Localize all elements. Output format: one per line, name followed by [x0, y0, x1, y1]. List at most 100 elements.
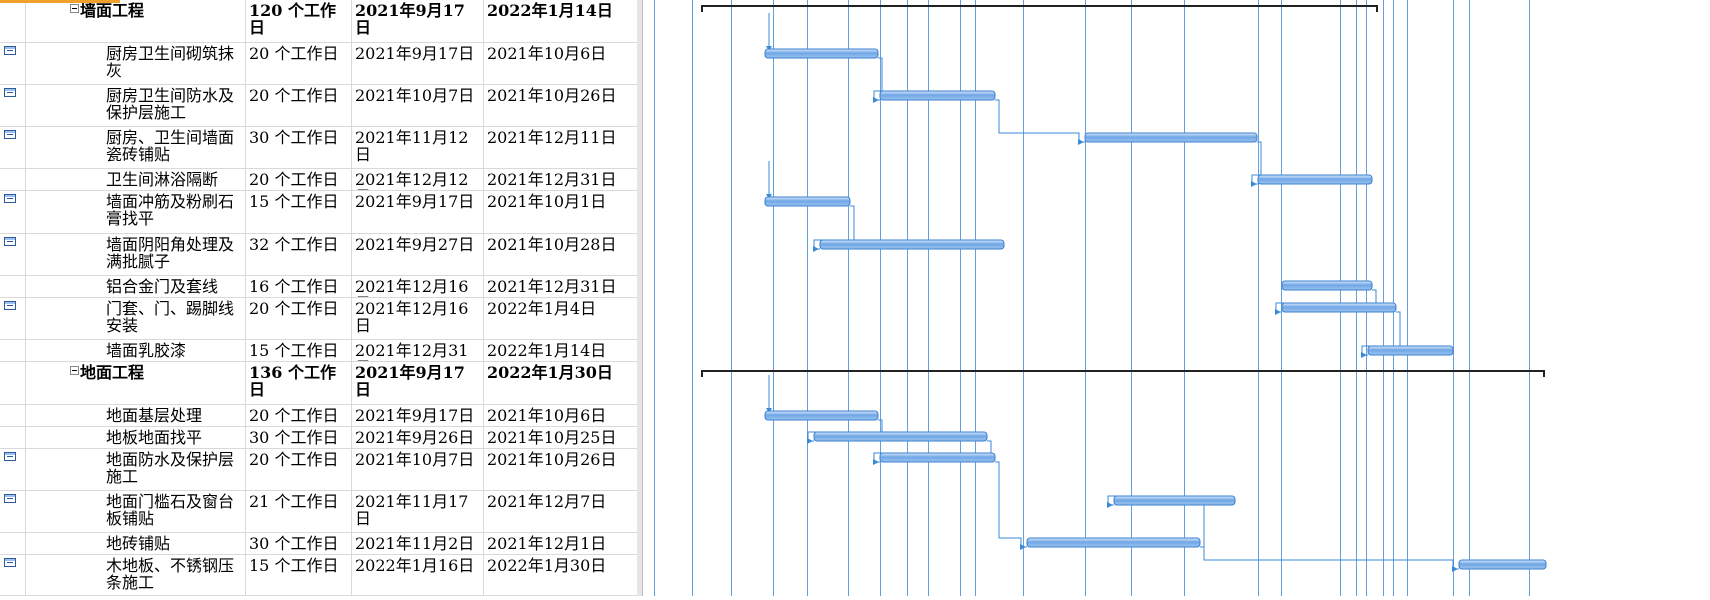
task-name-cell[interactable]: 地面基层处理 [26, 405, 246, 426]
duration-cell[interactable]: 20 个工作日 [246, 405, 352, 426]
task-name-cell[interactable]: 厨房卫生间砌筑抹灰 [26, 43, 246, 84]
start-date-cell[interactable]: 2021年12月16日 [352, 276, 484, 297]
splitter[interactable] [637, 0, 643, 596]
task-notes-icon[interactable] [4, 46, 16, 55]
duration-cell[interactable]: 20 个工作日 [246, 43, 352, 84]
task-notes-icon[interactable] [4, 494, 16, 503]
finish-date-cell[interactable]: 2021年12月31日 [484, 169, 637, 190]
task-name-cell[interactable]: 墙面阴阳角处理及满批腻子 [26, 234, 246, 275]
duration-cell[interactable]: 15 个工作日 [246, 340, 352, 361]
collapse-icon[interactable] [70, 4, 79, 13]
finish-date-cell[interactable]: 2021年12月1日 [484, 533, 637, 554]
duration-cell[interactable]: 20 个工作日 [246, 169, 352, 190]
finish-date-cell[interactable]: 2021年10月25日 [484, 427, 637, 448]
start-date-cell[interactable]: 2021年9月17日 [352, 405, 484, 426]
start-date-cell[interactable]: 2021年11月17日 [352, 491, 484, 532]
task-notes-icon[interactable] [4, 301, 16, 310]
start-date-cell[interactable]: 2021年12月12日 [352, 169, 484, 190]
finish-date-cell[interactable]: 2021年12月7日 [484, 491, 637, 532]
duration-cell[interactable]: 30 个工作日 [246, 127, 352, 168]
start-date-cell[interactable]: 2021年9月17日 [352, 43, 484, 84]
table-row[interactable]: 铝合金门及套线 16 个工作日2021年12月16日2021年12月31日 [0, 276, 637, 298]
task-name-cell[interactable]: 门套、门、踢脚线安装 [26, 298, 246, 339]
duration-text: 15 个工作日 [249, 341, 339, 360]
start-date-cell[interactable]: 2021年9月27日 [352, 234, 484, 275]
finish-date-cell[interactable]: 2022年1月30日 [484, 555, 637, 595]
start-date-cell[interactable]: 2022年1月16日 [352, 555, 484, 595]
task-name-cell[interactable]: 墙面乳胶漆 [26, 340, 246, 361]
duration-cell[interactable]: 15 个工作日 [246, 555, 352, 595]
duration-cell[interactable]: 21 个工作日 [246, 491, 352, 532]
finish-date-cell[interactable]: 2021年10月1日 [484, 191, 637, 233]
indicator-cell [0, 85, 26, 126]
duration-cell[interactable]: 20 个工作日 [246, 85, 352, 126]
start-date-cell[interactable]: 2021年11月2日 [352, 533, 484, 554]
start-date-cell[interactable]: 2021年9月17日 [352, 362, 484, 404]
task-name-cell[interactable]: 铝合金门及套线 [26, 276, 246, 297]
duration-cell[interactable]: 30 个工作日 [246, 427, 352, 448]
task-name-cell[interactable]: 地面工程 [26, 362, 246, 404]
duration-cell[interactable]: 16 个工作日 [246, 276, 352, 297]
duration-cell[interactable]: 30 个工作日 [246, 533, 352, 554]
start-date-cell[interactable]: 2021年9月17日 [352, 0, 484, 42]
task-name-cell[interactable]: 厨房卫生间防水及保护层施工 [26, 85, 246, 126]
finish-date-cell[interactable]: 2022年1月30日 [484, 362, 637, 404]
start-date-cell[interactable]: 2021年12月31日 [352, 340, 484, 361]
finish-date-cell[interactable]: 2021年10月6日 [484, 43, 637, 84]
duration-cell[interactable]: 15 个工作日 [246, 191, 352, 233]
finish-date-cell[interactable]: 2021年12月31日 [484, 276, 637, 297]
task-name-cell[interactable]: 墙面冲筋及粉刷石膏找平 [26, 191, 246, 233]
duration-cell[interactable]: 32 个工作日 [246, 234, 352, 275]
task-notes-icon[interactable] [4, 237, 16, 246]
duration-cell[interactable]: 136 个工作日 [246, 362, 352, 404]
task-name-cell[interactable]: 地板地面找平 [26, 427, 246, 448]
collapse-icon[interactable] [70, 366, 79, 375]
task-name-cell[interactable]: 地砖铺贴 [26, 533, 246, 554]
task-name-cell[interactable]: 卫生间淋浴隔断 [26, 169, 246, 190]
task-notes-icon[interactable] [4, 88, 16, 97]
finish-date-cell[interactable]: 2022年1月4日 [484, 298, 637, 339]
task-name-cell[interactable]: 地面防水及保护层施工 [26, 449, 246, 490]
task-name-cell[interactable]: 墙面工程 [26, 0, 246, 42]
start-date-cell[interactable]: 2021年10月7日 [352, 449, 484, 490]
task-name-cell[interactable]: 厨房、卫生间墙面瓷砖铺贴 [26, 127, 246, 168]
finish-date-cell[interactable]: 2021年12月11日 [484, 127, 637, 168]
task-name-text: 铝合金门及套线 [106, 277, 219, 296]
duration-cell[interactable]: 120 个工作日 [246, 0, 352, 42]
task-notes-icon[interactable] [4, 194, 16, 203]
task-name-cell[interactable]: 地面门槛石及窗台板铺贴 [26, 491, 246, 532]
finish-date-cell[interactable]: 2021年10月6日 [484, 405, 637, 426]
start-date-cell[interactable]: 2021年9月17日 [352, 191, 484, 233]
start-date-cell[interactable]: 2021年11月12日 [352, 127, 484, 168]
task-name-cell[interactable]: 木地板、不锈钢压条施工 [26, 555, 246, 595]
start-date-cell[interactable]: 2021年10月7日 [352, 85, 484, 126]
finish-date-cell[interactable]: 2022年1月14日 [484, 340, 637, 361]
duration-cell[interactable]: 20 个工作日 [246, 449, 352, 490]
task-notes-icon[interactable] [4, 130, 16, 139]
start-date-cell[interactable]: 2021年12月16日 [352, 298, 484, 339]
duration-cell[interactable]: 20 个工作日 [246, 298, 352, 339]
task-notes-icon[interactable] [4, 558, 16, 567]
finish-date-cell[interactable]: 2022年1月14日 [484, 0, 637, 42]
finish-date-cell[interactable]: 2021年10月26日 [484, 449, 637, 490]
finish-date-cell[interactable]: 2021年10月28日 [484, 234, 637, 275]
start-date-cell[interactable]: 2021年9月26日 [352, 427, 484, 448]
task-notes-icon[interactable] [4, 452, 16, 461]
finish-date-cell[interactable]: 2021年10月26日 [484, 85, 637, 126]
